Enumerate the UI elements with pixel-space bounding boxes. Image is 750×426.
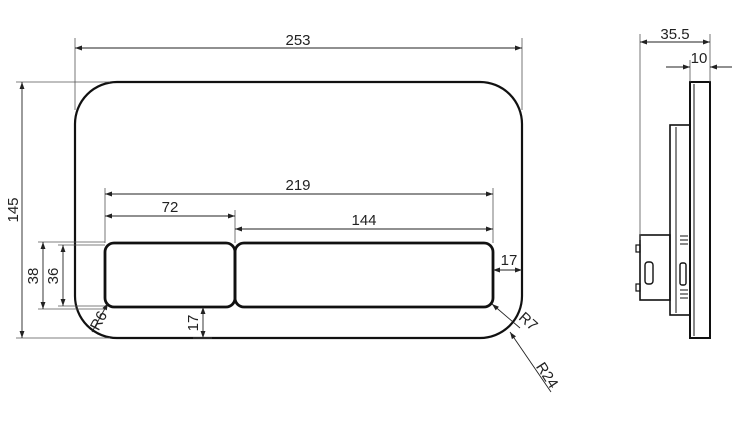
bottom-margin-label: 17 xyxy=(185,315,202,332)
side-actuator-box xyxy=(639,234,671,301)
total-depth-label: 35.5 xyxy=(660,26,689,43)
button-height-inner-label: 36 xyxy=(45,268,62,285)
dimension-right-margin: 17 xyxy=(493,252,522,273)
side-view: 35.5 10 xyxy=(635,26,732,339)
right-margin-label: 17 xyxy=(501,252,518,269)
overall-height-label: 145 xyxy=(5,197,22,222)
dimension-small-button-width: 72 xyxy=(105,199,236,243)
small-button-width-label: 72 xyxy=(162,199,179,216)
small-flush-button xyxy=(103,241,237,309)
button-height-outer-label: 38 xyxy=(25,268,42,285)
radius-r24-callout: R24 xyxy=(509,331,561,393)
plate-thickness-label: 10 xyxy=(691,50,708,67)
large-button-width-label: 144 xyxy=(351,212,376,229)
dimension-bottom-margin: 17 xyxy=(185,307,212,339)
radius-r7-callout: R7 xyxy=(491,303,541,334)
radius-r24-label: R24 xyxy=(532,359,561,391)
button-area-width-label: 219 xyxy=(285,177,310,194)
dimension-plate-thickness: 10 xyxy=(666,50,732,82)
side-mounting-frame xyxy=(669,124,691,316)
dimension-overall-width: 253 xyxy=(74,32,523,110)
dimension-button-heights: 38 36 xyxy=(25,241,105,310)
dimension-total-depth: 35.5 xyxy=(639,26,711,240)
side-plate xyxy=(689,81,711,339)
front-view: 253 145 219 72 144 xyxy=(5,32,561,393)
large-flush-button xyxy=(233,241,495,309)
dimension-large-button-width: 144 xyxy=(235,212,493,232)
dimension-overall-height: 145 xyxy=(5,81,110,339)
overall-width-label: 253 xyxy=(285,32,310,49)
dimension-button-area-width: 219 xyxy=(104,177,494,243)
cover-plate-outline xyxy=(73,80,524,340)
